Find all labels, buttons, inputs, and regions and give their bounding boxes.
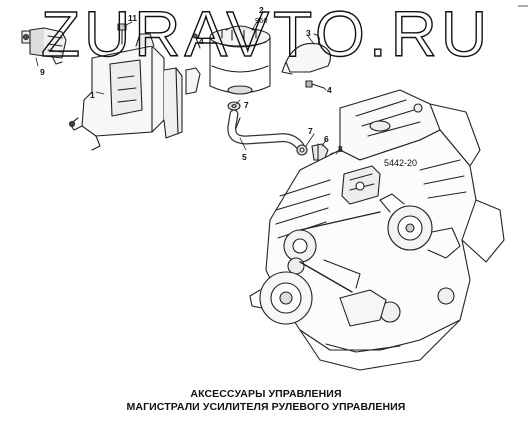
corner-dash xyxy=(518,5,528,7)
callout-numbers: 9 1 11 2 960 4 3 4 7 5 7 6 8 5442-20 xyxy=(40,5,417,168)
callout-3: 3 xyxy=(306,28,311,38)
clamp-bolt-part xyxy=(305,80,325,89)
callout-leaders xyxy=(35,13,341,155)
callout-1: 1 xyxy=(90,90,95,100)
engine-block xyxy=(249,89,505,371)
reservoir-canister-part xyxy=(209,25,271,95)
reference-code: 5442-20 xyxy=(384,158,417,168)
hose-part xyxy=(227,109,305,151)
caption-line-2: МАГИСТРАЛИ УСИЛИТЕЛЯ РУЛЕВОГО УПРАВЛЕНИЯ xyxy=(126,401,406,413)
callout-11: 11 xyxy=(128,13,137,23)
mounting-bracket-part xyxy=(68,33,201,151)
callout-5: 5 xyxy=(242,152,247,162)
callout-6: 6 xyxy=(324,134,329,144)
caption-line-1: АКСЕССУАРЫ УПРАВЛЕНИЯ xyxy=(190,388,342,400)
washer-part-upper xyxy=(227,101,241,111)
callout-4-left: 4 xyxy=(199,36,204,46)
bolt-part xyxy=(117,23,127,45)
clamp-band-part xyxy=(281,33,331,75)
sensor-valve-part xyxy=(21,27,67,65)
small-bolt-part xyxy=(192,33,201,49)
callout-8: 8 xyxy=(338,144,343,154)
callout-7-lower: 7 xyxy=(308,126,313,136)
callout-4-right: 4 xyxy=(327,85,332,95)
callout-2: 2 xyxy=(259,5,264,15)
callout-2-sub: 960 xyxy=(255,16,268,25)
callout-9: 9 xyxy=(40,67,45,77)
callout-7-upper: 7 xyxy=(244,100,249,110)
